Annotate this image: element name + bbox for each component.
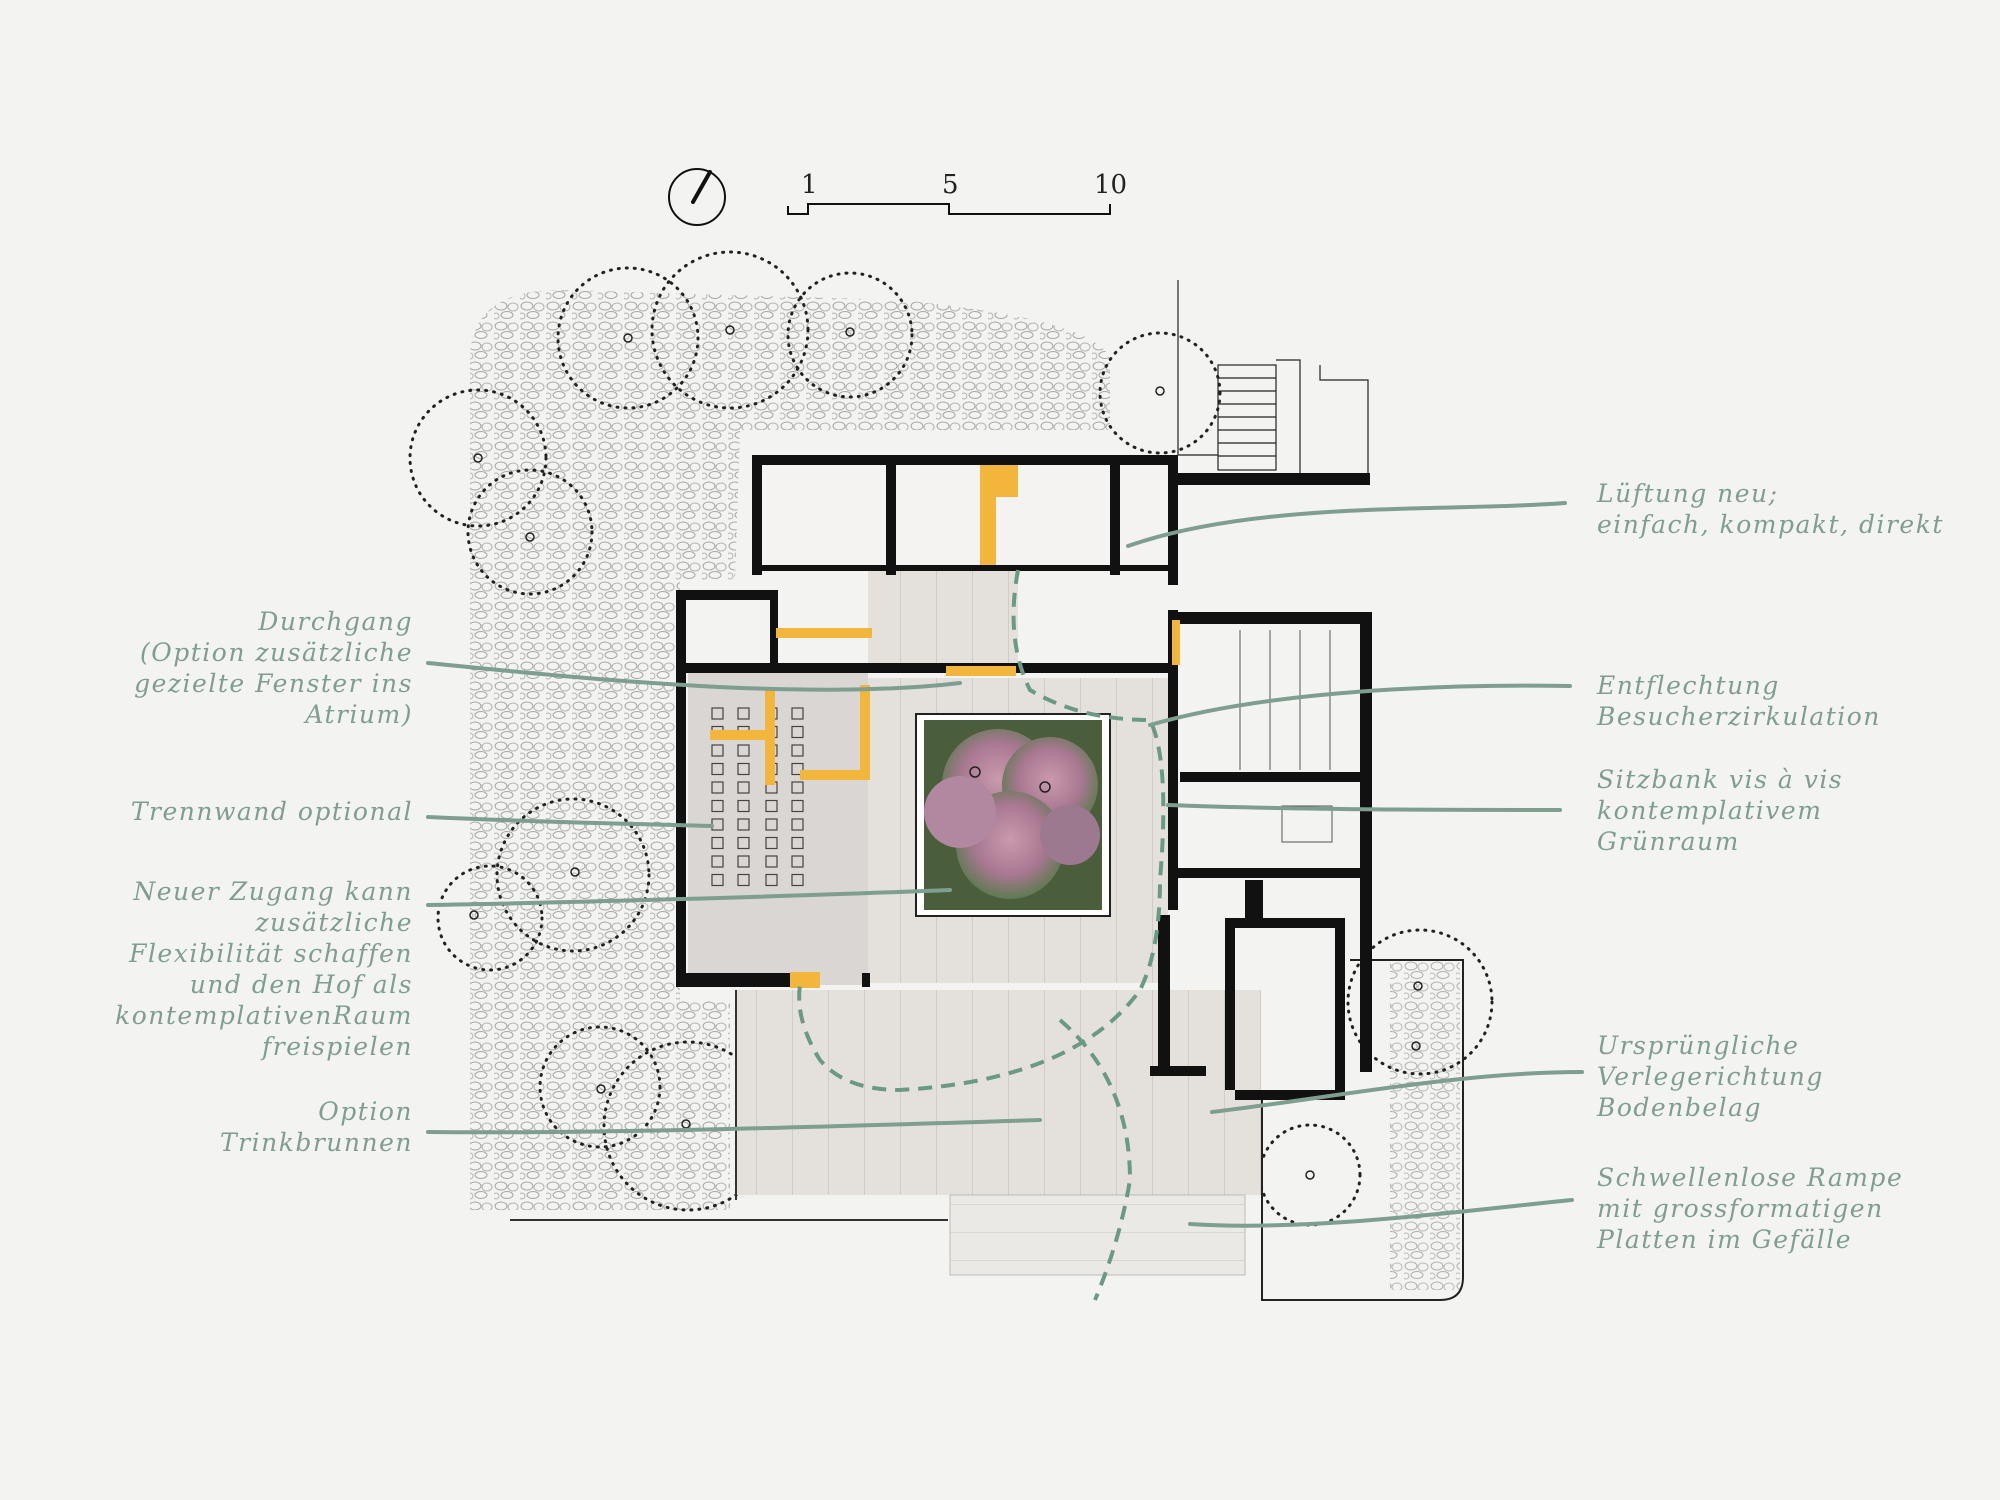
annotation-flooring: Ursprüngliche Verlegerichtung Bodenbelag <box>1597 1030 1824 1123</box>
chair <box>737 855 750 868</box>
terrace-paving <box>736 990 1261 1195</box>
chair <box>711 781 724 794</box>
annotation-line: Trinkbrunnen <box>219 1128 413 1157</box>
chair <box>737 836 750 850</box>
annotation-fountain: Option Trinkbrunnen <box>220 1096 413 1158</box>
annotation-ventilation: Lüftung neu; einfach, kompakt, direkt <box>1597 478 1944 540</box>
leader-lines <box>426 501 1584 1228</box>
annotation-line: Entflechtung <box>1597 671 1780 700</box>
annotation-line: Grünraum <box>1597 827 1740 856</box>
annotation-line: Schwellenlose Rampe <box>1597 1163 1904 1192</box>
annotation-line: (Option zusätzliche <box>139 638 413 667</box>
scale-tick-10: 10 <box>1094 170 1128 200</box>
scale-bar-graphic <box>787 203 1111 215</box>
annotation-line: Flexibilität schaffen <box>129 939 413 968</box>
chair <box>791 707 804 720</box>
annotation-line: Atrium) <box>305 700 413 729</box>
chair <box>711 873 724 887</box>
annotation-line: kontemplativem <box>1597 796 1823 825</box>
chair <box>711 799 724 813</box>
annotation-new-access: Neuer Zugang kann zusätzliche Flexibilit… <box>115 876 413 1062</box>
annotation-line: Sitzbank vis à vis <box>1597 765 1844 794</box>
chair <box>737 781 750 794</box>
cobblestone-garden <box>470 290 1110 1210</box>
chair <box>791 836 804 850</box>
trees <box>408 250 1494 1227</box>
chair <box>791 873 804 887</box>
annotation-ramp: Schwellenlose Rampe mit grossformatigen … <box>1597 1162 1903 1255</box>
atrium-garden <box>915 713 1111 917</box>
seating-grid <box>711 707 804 887</box>
hall-floor <box>688 670 868 985</box>
chair <box>765 873 778 887</box>
annotation-line: einfach, kompakt, direkt <box>1597 510 1944 539</box>
staircase <box>1177 280 1369 473</box>
annotation-line: freispielen <box>261 1032 413 1061</box>
circulation-path <box>797 569 1166 1301</box>
chair <box>765 855 778 868</box>
chair <box>737 744 750 757</box>
chair <box>711 744 724 757</box>
chair <box>737 707 750 720</box>
chair <box>791 855 804 868</box>
annotation-line: Option <box>318 1097 413 1126</box>
scale-tick-1: 1 <box>801 170 818 200</box>
annotation-line: Bodenbelag <box>1597 1093 1763 1122</box>
annotation-line: Durchgang <box>258 607 413 636</box>
chair <box>711 707 724 720</box>
chair <box>711 762 724 776</box>
chair <box>791 744 804 757</box>
upper-corridor <box>868 570 1018 670</box>
annotation-line: gezielte Fenster ins <box>134 669 413 698</box>
annotation-line: Trennwand optional <box>130 797 413 826</box>
chair <box>791 818 804 831</box>
annotation-partition: Trennwand optional <box>131 796 413 827</box>
annotation-passage: Durchgang (Option zusätzliche gezielte F… <box>134 606 413 730</box>
annotation-line: Ursprüngliche <box>1597 1031 1800 1060</box>
chair <box>765 836 778 850</box>
north-rooms-floor <box>760 460 1170 560</box>
annotation-bench: Sitzbank vis à vis kontemplativem Grünra… <box>1597 764 1843 857</box>
annotation-line: Verlegerichtung <box>1597 1062 1824 1091</box>
new-elements <box>710 465 1180 988</box>
annex-platform <box>1261 959 1464 1301</box>
scale-tick-5: 5 <box>942 170 959 200</box>
chair <box>765 799 778 813</box>
chair <box>737 818 750 831</box>
chair <box>711 855 724 868</box>
annotation-line: Lüftung neu; <box>1597 479 1779 508</box>
chair <box>737 799 750 813</box>
annotation-line: Neuer Zugang kann <box>133 877 413 906</box>
cobblestone-strip-right <box>1390 960 1460 1290</box>
chair <box>737 762 750 776</box>
annotation-line: mit grossformatigen <box>1597 1194 1884 1223</box>
annotation-line: kontemplativenRaum <box>115 1001 413 1030</box>
annotation-line: zusätzliche <box>255 908 413 937</box>
annotation-line: und den Hof als <box>189 970 413 999</box>
annotation-line: Platten im Gefälle <box>1597 1225 1853 1254</box>
chair <box>765 818 778 831</box>
chair <box>711 836 724 850</box>
chair <box>791 799 804 813</box>
chair <box>737 873 750 887</box>
walls <box>676 455 1372 1100</box>
annotation-line: Besucherzirkulation <box>1597 702 1881 731</box>
annotation-circulation: Entflechtung Besucherzirkulation <box>1597 670 1881 732</box>
north-arrow-icon <box>668 168 726 226</box>
chair <box>791 762 804 776</box>
chair <box>791 781 804 794</box>
chair <box>791 725 804 739</box>
ramp <box>949 1194 1246 1276</box>
